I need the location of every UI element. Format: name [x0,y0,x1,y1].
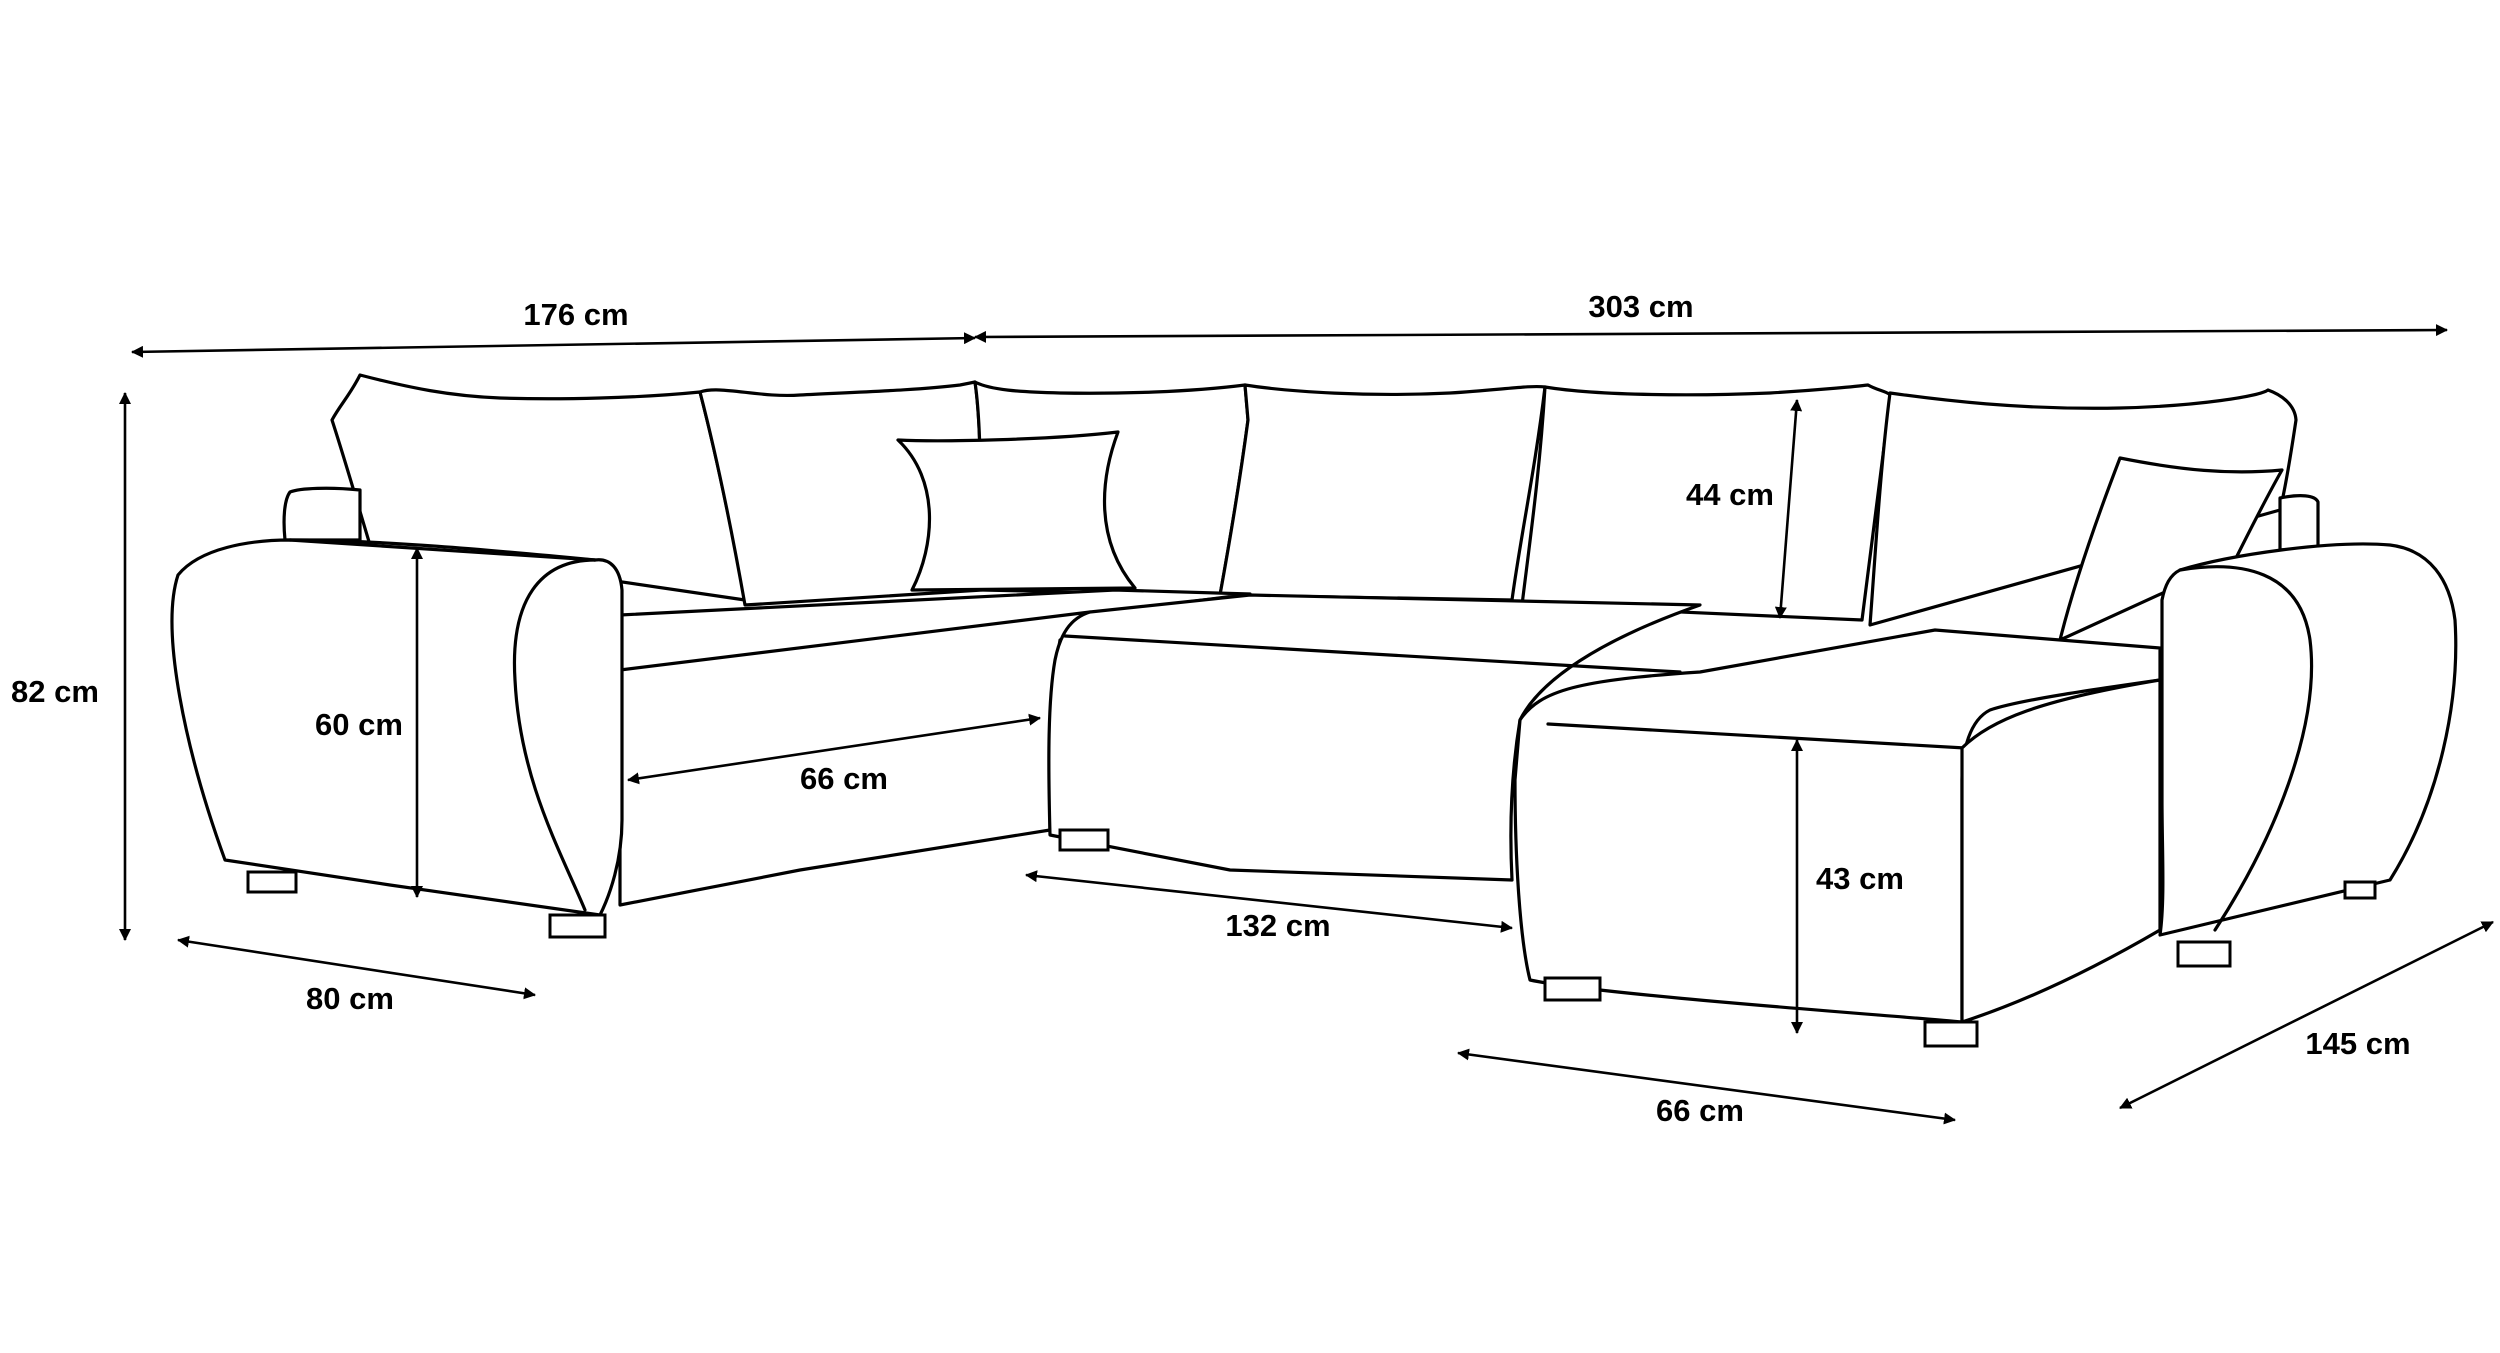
chaise-front-face [1960,678,2162,1024]
leg-5 [1923,1020,1979,1048]
back-cushion-6 [1868,388,2298,627]
dim-line-back-cushion-height [1774,399,1803,619]
sofa-outline [170,373,2458,1048]
label-width-right: 303 cm [1588,289,1693,324]
dim-line-chaise-length [2119,920,2494,1110]
label-width-left: 176 cm [523,297,628,332]
left-armrest [170,538,624,917]
left-back-arm-stub [282,486,362,542]
dimension-lines [119,324,2494,1125]
dim-line-width-left [131,332,976,358]
label-middle-seat-width: 132 cm [1225,908,1330,943]
throw-pillow-right [2058,456,2284,642]
left-armrest-top [288,538,597,562]
label-total-height: 82 cm [11,674,99,709]
leg-6 [2176,940,2232,968]
left-armrest-curve [512,558,597,912]
throw-pillow-left [896,430,1137,592]
left-seat-edge [618,610,1092,672]
back-cushion-4 [1218,383,1547,602]
label-back-cushion-height: 44 cm [1686,477,1774,512]
label-arm-height: 60 cm [315,707,403,742]
right-armrest [2158,542,2458,937]
right-armrest-curve [2178,565,2314,932]
chaise-seat-edge [1546,722,1967,750]
label-chaise-length: 145 cm [2305,1026,2410,1061]
right-back-arm-stub [2278,494,2320,552]
label-seat-height: 43 cm [1816,861,1904,896]
label-seat-depth-right: 66 cm [1656,1093,1744,1128]
leg-1 [246,870,298,894]
dim-line-seat-depth-left [627,713,1041,785]
middle-seat-edge [1063,634,1682,674]
dim-line-arm-depth [177,935,536,1000]
middle-seat-cushion [1047,593,1702,882]
label-arm-depth: 80 cm [306,981,394,1016]
dim-line-middle-seat-width [1025,870,1513,933]
dimension-labels: 176 cm 303 cm 82 cm 60 cm 44 cm 66 cm 13… [11,289,2411,1128]
dim-line-width-right [974,324,2448,343]
leg-2 [548,913,607,939]
leg-3 [1058,828,1110,852]
dim-line-seat-depth-right [1457,1048,1956,1125]
label-seat-depth-left: 66 cm [800,761,888,796]
leg-7 [2343,880,2377,900]
leg-4 [1543,976,1602,1002]
